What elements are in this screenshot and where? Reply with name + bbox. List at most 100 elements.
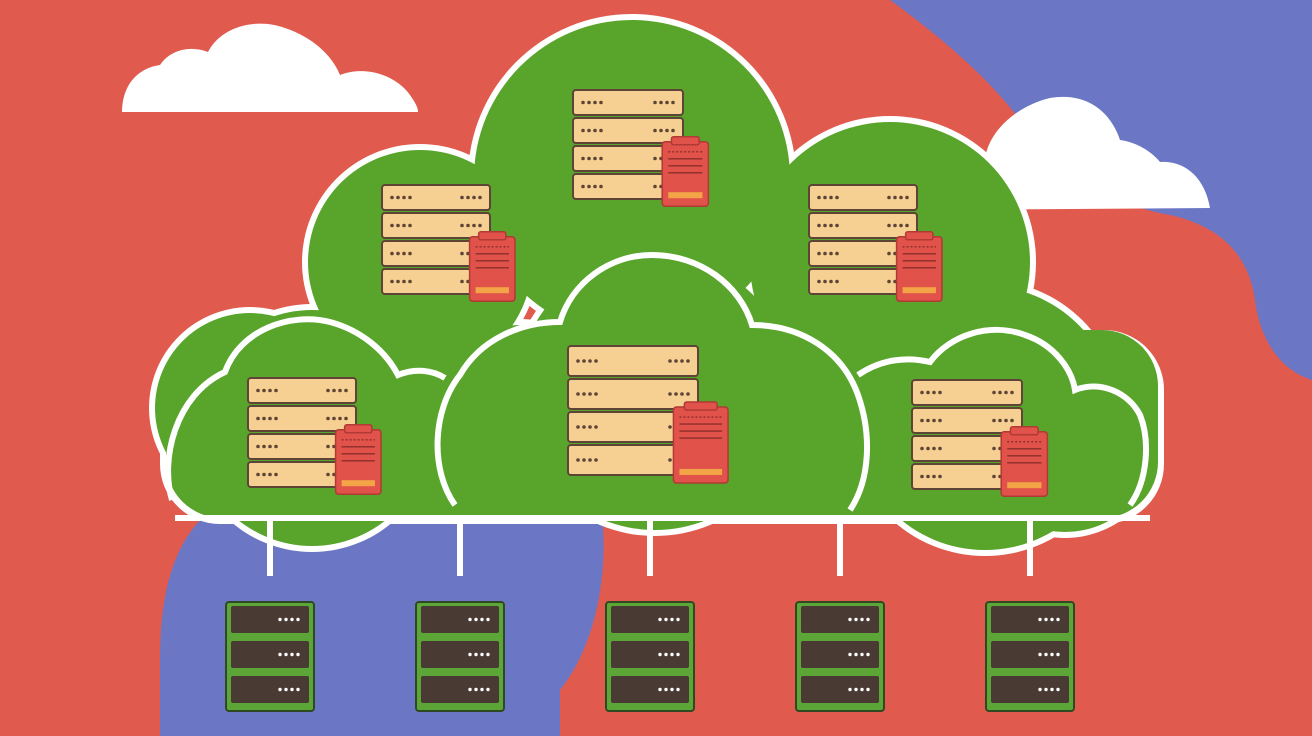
server-led [671,128,675,133]
server-led [332,416,336,421]
server-led [680,359,684,363]
server-led [338,388,342,393]
rack-led [676,687,680,692]
rack-led [1050,652,1054,657]
server-unit [911,407,1023,434]
server-led [274,472,278,477]
server-led [587,184,591,189]
server-led [899,195,903,200]
rack-led [290,687,294,692]
rack-led [854,617,858,622]
rack-led [1038,617,1042,622]
server-led [262,416,266,421]
server-unit [572,117,684,144]
server-led [817,279,821,284]
server-led [668,359,672,363]
server-led [665,128,669,133]
server-led [1010,390,1014,395]
server-led [262,444,266,449]
server-led [920,390,924,395]
rack-led [296,617,300,622]
server-unit [567,411,699,443]
connector-line [1027,518,1033,576]
sub-cloud-left-outline [165,316,447,501]
rack-led [290,652,294,657]
server-led [668,425,672,429]
rack-unit [991,606,1069,633]
rack-led [664,687,668,692]
server-led [1010,418,1014,423]
connector-line [647,518,653,576]
rack-led [474,687,478,692]
server-led [344,388,348,393]
server-led [402,223,406,228]
server-led [938,390,942,395]
rack-led [1056,652,1060,657]
server-led [390,251,394,256]
server-led [835,279,839,284]
server-led [668,458,672,462]
server-led [402,251,406,256]
server-led [659,100,663,105]
rack-led [1044,687,1048,692]
server-led [581,156,585,161]
server-rack-icon [605,601,695,712]
server-unit [808,212,918,239]
server-led [599,128,603,133]
server-led [992,446,996,451]
server-led [390,279,394,284]
rack-led [284,617,288,622]
server-led [920,418,924,423]
server-led [326,388,330,393]
cloud-servers [247,89,1049,497]
server-led [823,251,827,256]
rack-led [480,687,484,692]
server-led [938,418,942,423]
rack-unit [611,606,689,633]
server-led [599,184,603,189]
server-led [581,184,585,189]
rack-unit [801,606,879,633]
server-led [829,251,833,256]
document-icon [468,231,516,302]
rack-led [860,687,864,692]
rack-led [1050,687,1054,692]
rack-led [486,652,490,657]
server-led [262,472,266,477]
server-led [899,223,903,228]
document-icon [895,231,943,302]
document-icon [661,136,710,207]
rack-unit [421,641,499,668]
connector-line [457,518,463,576]
rack-led [468,617,472,622]
server-led [659,128,663,133]
sub-cloud-center-outline [434,251,871,512]
server-led [920,446,924,451]
server-led [390,195,394,200]
server-led [823,223,827,228]
server-led [992,418,996,423]
rack-led [468,652,472,657]
rack-led [676,617,680,622]
server-stack-icon [381,184,516,302]
server-led [402,195,406,200]
connector-line [837,518,843,576]
server-led [408,195,412,200]
server-led [823,279,827,284]
server-led [932,446,936,451]
server-led [274,416,278,421]
rack-led [278,687,282,692]
rack-led [284,652,288,657]
server-led [829,279,833,284]
server-led [653,156,657,161]
server-led [938,446,942,451]
server-led [262,388,266,393]
server-unit [567,378,699,410]
server-led [396,251,400,256]
server-led [998,418,1002,423]
server-led [588,392,592,396]
rack-led [468,687,472,692]
server-led [829,195,833,200]
server-led [390,223,394,228]
